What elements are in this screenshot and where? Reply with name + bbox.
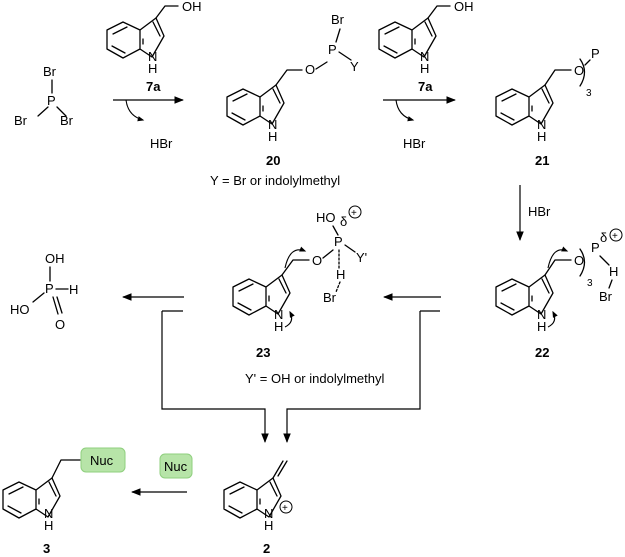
hbr-byproduct-2: HBr bbox=[403, 136, 426, 151]
21-n: N bbox=[537, 117, 546, 132]
22-h: H bbox=[537, 319, 546, 334]
22-n: N bbox=[537, 307, 546, 322]
20-h: H bbox=[268, 129, 277, 144]
23-br: Br bbox=[323, 290, 337, 305]
7a-oh: OH bbox=[182, 0, 202, 14]
pbr3-br-top: Br bbox=[43, 64, 57, 79]
23-n: N bbox=[274, 307, 283, 322]
nuc-reagent-box bbox=[159, 453, 193, 479]
23-ho: HO bbox=[316, 210, 336, 225]
7a-n: N bbox=[148, 49, 157, 64]
2-label: 2 bbox=[263, 541, 270, 556]
7a2-label: 7a bbox=[418, 79, 433, 94]
23-delta: δ bbox=[340, 214, 347, 229]
compound-20: O P Br Y N H 20 Y = Br or indolylmethyl bbox=[210, 12, 359, 188]
pbr3: Br P Br Br bbox=[14, 64, 74, 128]
phosphorous-acid: OH P H HO O bbox=[10, 251, 78, 332]
23-circled-plus-icon bbox=[348, 205, 362, 219]
nuc-group-box bbox=[80, 447, 126, 473]
22-label: 22 bbox=[535, 345, 549, 360]
arrow-step3: HBr bbox=[516, 185, 551, 241]
22-delta: δ bbox=[600, 230, 607, 245]
h3po3-oh-top: OH bbox=[45, 251, 65, 266]
compound-22: O P δ + 3 H Br N H 22 bbox=[495, 228, 623, 360]
compound-7a-first: OH N H 7a bbox=[106, 0, 202, 94]
7a-label: 7a bbox=[146, 79, 161, 94]
23-curved-arrow-icon bbox=[284, 310, 295, 328]
22-plus: + bbox=[612, 231, 618, 242]
h3po3-p: P bbox=[45, 281, 54, 296]
arrow-2-to-3: Nuc bbox=[131, 453, 193, 496]
3-nuc: Nuc bbox=[90, 453, 114, 468]
22-h-on-p: H bbox=[609, 264, 618, 279]
compound-7a-second: OH N H 7a bbox=[378, 0, 474, 94]
20-note: Y = Br or indolylmethyl bbox=[210, 173, 340, 188]
pbr3-p: P bbox=[47, 93, 56, 108]
compound-21: O P 3 N H 21 bbox=[495, 46, 600, 168]
21-label: 21 bbox=[535, 153, 549, 168]
3-n: N bbox=[44, 506, 53, 521]
3-label: 3 bbox=[43, 541, 50, 556]
22-curved-arrow-icon bbox=[547, 310, 558, 328]
2-circled-plus-icon bbox=[279, 500, 293, 514]
arrow-step2: HBr bbox=[383, 96, 456, 151]
20-label: 20 bbox=[266, 153, 280, 168]
arrow-22-to-23 bbox=[383, 293, 441, 312]
h3po3-o: O bbox=[55, 317, 65, 332]
7a-h: H bbox=[148, 61, 157, 76]
converging-arrows bbox=[161, 311, 421, 443]
21-sub3: 3 bbox=[586, 88, 592, 99]
21-h: H bbox=[537, 129, 546, 144]
hbr-byproduct-1: HBr bbox=[150, 136, 173, 151]
7a2-oh: OH bbox=[454, 0, 474, 14]
pbr3-br-right: Br bbox=[60, 113, 74, 128]
arrow-23-to-h3po3 bbox=[122, 293, 184, 312]
22-br: Br bbox=[599, 289, 613, 304]
22-circled-plus-icon bbox=[609, 228, 623, 242]
23-plus: + bbox=[351, 208, 357, 219]
3-h: H bbox=[44, 518, 53, 533]
2-n: N bbox=[264, 506, 273, 521]
22-p: P bbox=[591, 240, 600, 255]
7a2-h: H bbox=[420, 61, 429, 76]
23-note: Y' = OH or indolylmethyl bbox=[245, 371, 385, 386]
22-o: O bbox=[574, 253, 584, 268]
compound-23: O P HO δ + Y' H Br N H 23 Y' = OH or ind… bbox=[232, 205, 385, 386]
20-n: N bbox=[268, 117, 277, 132]
21-o: O bbox=[574, 63, 584, 78]
23-h-on-p: H bbox=[336, 267, 345, 282]
compound-2: N + H 2 bbox=[223, 460, 293, 556]
2-plus: + bbox=[282, 503, 288, 514]
20-y: Y bbox=[350, 59, 359, 74]
pbr3-br-left: Br bbox=[14, 113, 28, 128]
23-p: P bbox=[334, 234, 343, 249]
20-o: O bbox=[305, 62, 315, 77]
arrow-step1: HBr bbox=[113, 96, 184, 151]
h3po3-h: H bbox=[69, 282, 78, 297]
h3po3-ho: HO bbox=[10, 302, 30, 317]
23-h: H bbox=[274, 319, 283, 334]
hbr-reagent: HBr bbox=[528, 204, 551, 219]
23-y: Y' bbox=[356, 250, 367, 265]
compound-3: Nuc N H 3 bbox=[2, 447, 126, 556]
21-p: P bbox=[591, 46, 600, 61]
23-label: 23 bbox=[256, 345, 270, 360]
22-sub3: 3 bbox=[587, 278, 593, 289]
nuc-reagent-text: Nuc bbox=[164, 459, 188, 474]
23-o: O bbox=[312, 253, 322, 268]
2-h: H bbox=[264, 518, 273, 533]
7a2-n: N bbox=[420, 49, 429, 64]
20-br: Br bbox=[331, 12, 345, 27]
20-p: P bbox=[328, 42, 337, 57]
